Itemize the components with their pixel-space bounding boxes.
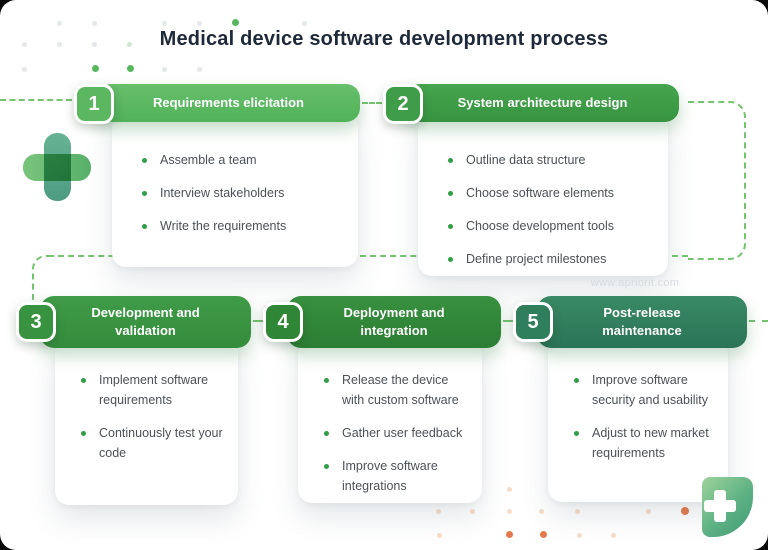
step-5-header: Post-release maintenance (537, 296, 747, 348)
list-item: Define project milestones (444, 249, 654, 269)
step-5-title: Post-release maintenance (602, 305, 682, 338)
decorative-dot (127, 65, 134, 72)
list-item: Choose development tools (444, 216, 654, 236)
step-5-number-badge: 5 (513, 302, 553, 342)
decorative-dot (127, 42, 132, 47)
list-item: Improve software security and usability (570, 370, 716, 410)
step-3-header: Development and validation (40, 296, 251, 348)
decorative-dot (232, 19, 239, 26)
step-4-number-badge: 4 (263, 302, 303, 342)
decorative-dot (197, 21, 202, 26)
list-item: Outline data structure (444, 150, 654, 170)
decorative-dot (507, 509, 512, 514)
decorative-dot (22, 42, 27, 47)
list-item: Gather user feedback (320, 423, 470, 443)
step-2-number-badge: 2 (383, 84, 423, 124)
dotted-connector-right-elbow (688, 101, 746, 260)
watermark: www.apriorit.com (590, 277, 680, 289)
step-3-title: Development and validation (91, 305, 200, 338)
step-4-list: Release the device with custom software … (320, 370, 470, 496)
dotted-connector-3-4 (253, 320, 264, 322)
medical-cross-icon (704, 500, 736, 512)
decorative-dot (577, 533, 582, 538)
step-1-card: Assemble a team Interview stakeholders W… (112, 114, 358, 267)
decorative-dot (302, 21, 307, 26)
decorative-dot (539, 509, 544, 514)
decorative-dot (92, 21, 97, 26)
decorative-dot (22, 67, 27, 72)
page-title: Medical device software development proc… (159, 28, 609, 50)
step-5-list: Improve software security and usability … (570, 370, 716, 463)
step-1-header: Requirements elicitation (97, 84, 360, 122)
decorative-dot (162, 21, 167, 26)
dotted-connector-end (749, 320, 768, 322)
decorative-dot (57, 42, 62, 47)
step-2-list: Outline data structure Choose software e… (444, 150, 654, 269)
decorative-dot (506, 531, 513, 538)
step-2-title: System architecture design (457, 95, 628, 111)
decorative-dot (197, 67, 202, 72)
step-1-title: Requirements elicitation (153, 95, 304, 111)
step-5-card: Improve software security and usability … (548, 340, 728, 502)
decorative-dot (507, 487, 512, 492)
list-item: Implement software requirements (77, 370, 226, 410)
decorative-dot (646, 509, 651, 514)
decorative-dot (92, 65, 99, 72)
list-item: Adjust to new market requirements (570, 423, 716, 463)
step-2-card: Outline data structure Choose software e… (418, 114, 668, 276)
step-4-title: Deployment and integration (343, 305, 445, 338)
decorative-dot (92, 42, 97, 47)
decorative-dot (681, 507, 689, 515)
dotted-connector-1-2 (362, 102, 382, 104)
list-item: Release the device with custom software (320, 370, 470, 410)
dotted-connector-4-5 (503, 320, 514, 322)
list-item: Continuously test your code (77, 423, 226, 463)
list-item: Choose software elements (444, 183, 654, 203)
step-1-number-badge: 1 (74, 84, 114, 124)
list-item: Assemble a team (138, 150, 344, 170)
decorative-dot (436, 509, 441, 514)
decorative-dot (611, 533, 616, 538)
step-1-list: Assemble a team Interview stakeholders W… (138, 150, 344, 236)
decorative-dot (575, 509, 580, 514)
decorative-dot (162, 67, 167, 72)
step-2-header: System architecture design (406, 84, 679, 122)
step-3-card: Implement software requirements Continuo… (55, 340, 238, 505)
list-item: Improve software integrations (320, 456, 470, 496)
plus-icon-horizontal-bar (23, 154, 91, 181)
step-3-list: Implement software requirements Continuo… (77, 370, 226, 463)
list-item: Interview stakeholders (138, 183, 344, 203)
step-4-header: Deployment and integration (287, 296, 501, 348)
decorative-dot (540, 531, 547, 538)
decorative-dot (437, 533, 442, 538)
dotted-connector-return (48, 255, 688, 257)
step-3-number-badge: 3 (16, 302, 56, 342)
dotted-connector-start (0, 99, 72, 101)
list-item: Write the requirements (138, 216, 344, 236)
step-4-card: Release the device with custom software … (298, 340, 482, 503)
dotted-connector-left-elbow (32, 255, 50, 303)
decorative-dot (57, 21, 62, 26)
decorative-dot (470, 509, 475, 514)
